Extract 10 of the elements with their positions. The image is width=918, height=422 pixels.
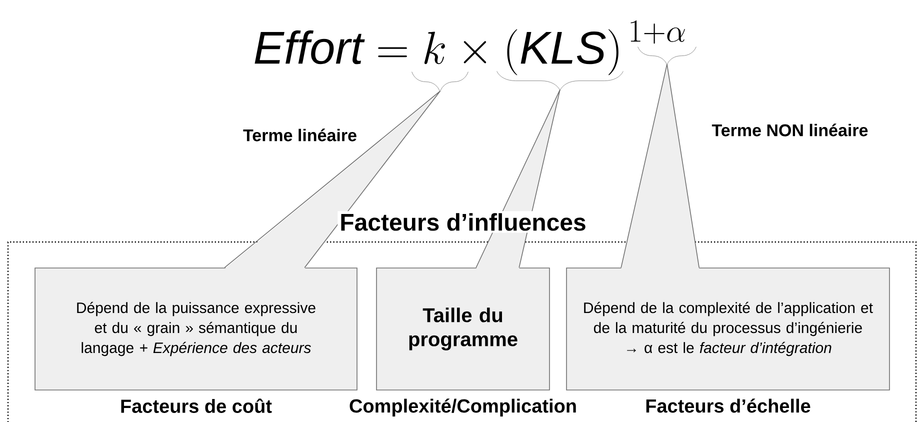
node-label: Facteurs de coût bbox=[121, 398, 272, 413]
callout-wedge bbox=[620, 64, 700, 268]
term-label: Terme linéaire bbox=[243, 128, 356, 142]
node-label: Facteurs d’échelle bbox=[646, 398, 810, 413]
term-label: Terme NON linéaire bbox=[712, 124, 868, 136]
formula: $\mathit{Effort} = k \times \left(\mathit{KLS}\right)^{\,1+\alpha}$ bbox=[254, 20, 685, 76]
text-box: Taille du programme Complexité/Complication bbox=[350, 268, 576, 416]
node-label: Complexité/Complication bbox=[350, 398, 576, 416]
heading: Facteurs d’influences bbox=[338, 211, 588, 233]
callout-wedge bbox=[224, 90, 440, 268]
